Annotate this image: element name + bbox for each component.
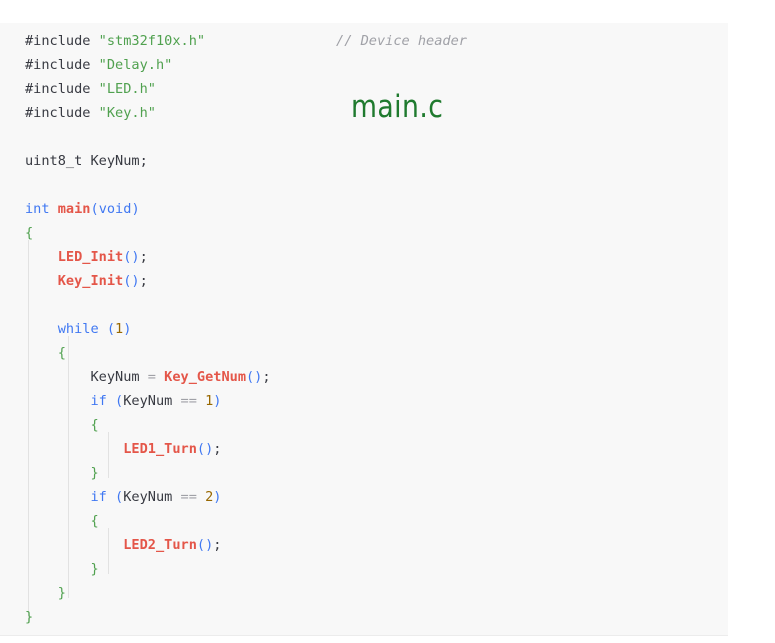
code-line-keynum-assign: KeyNum = Key_GetNum(); — [25, 365, 271, 389]
operator: == — [180, 393, 197, 409]
paren: () — [123, 249, 140, 265]
function-call: LED_Init — [57, 249, 124, 265]
code-line-led-init: LED_Init(); — [25, 245, 148, 269]
brace: { — [90, 513, 99, 529]
brace: } — [90, 465, 99, 481]
paren: ( — [90, 201, 99, 217]
code-comment: // Device header — [336, 33, 467, 49]
include-path: "Delay.h" — [98, 57, 173, 73]
include-path: "Key.h" — [98, 105, 156, 121]
paren: ) — [213, 489, 222, 505]
code-line-brace: } — [25, 461, 99, 485]
code-line-brace: { — [25, 509, 99, 533]
number: 1 — [115, 321, 124, 337]
keyword: if — [90, 393, 107, 409]
indent-guide — [108, 528, 109, 574]
code-line-include-led: #include "LED.h" — [25, 77, 156, 101]
function-call: LED2_Turn — [123, 537, 197, 553]
keyword: while — [57, 321, 99, 337]
paren: ) — [131, 201, 140, 217]
keyword: void — [98, 201, 132, 217]
brace: { — [57, 345, 66, 361]
semicolon: ; — [139, 273, 148, 289]
code-line-keynum-decl: uint8_t KeyNum; — [25, 149, 148, 173]
code-line-brace: } — [25, 605, 33, 629]
type-name: uint8_t — [25, 153, 83, 169]
paren: ( — [115, 393, 124, 409]
paren: () — [246, 369, 263, 385]
paren: ( — [115, 489, 124, 505]
semicolon: ; — [139, 153, 148, 169]
code-line-include-stm32: #include "stm32f10x.h" // Device header — [25, 29, 467, 53]
paren: () — [123, 273, 140, 289]
semicolon: ; — [213, 537, 222, 553]
code-line-main-signature: int main(void) — [25, 197, 140, 221]
code-line-include-delay: #include "Delay.h" — [25, 53, 172, 77]
code-line-while: while (1) — [25, 317, 132, 341]
function-name: main — [57, 201, 91, 217]
function-call: Key_Init — [57, 273, 124, 289]
code-line-brace: } — [25, 581, 66, 605]
code-line-led2-turn: LED2_Turn(); — [25, 533, 221, 557]
indent-guide — [68, 336, 69, 598]
semicolon: ; — [213, 441, 222, 457]
indent-guide — [28, 240, 29, 622]
number: 1 — [205, 393, 214, 409]
indent-guide — [108, 432, 109, 478]
include-path: "stm32f10x.h" — [98, 33, 206, 49]
code-line-led1-turn: LED1_Turn(); — [25, 437, 221, 461]
variable-name: KeyNum — [90, 369, 140, 385]
file-label: main.c — [351, 89, 444, 125]
code-bottom-border — [0, 635, 728, 636]
brace: } — [25, 609, 34, 625]
code-line-brace: } — [25, 557, 99, 581]
keyword: if — [90, 489, 107, 505]
function-call: LED1_Turn — [123, 441, 197, 457]
paren: ) — [123, 321, 132, 337]
code-line-key-init: Key_Init(); — [25, 269, 148, 293]
paren: ( — [106, 321, 116, 337]
include-path: "LED.h" — [98, 81, 156, 97]
function-call: Key_GetNum — [164, 369, 246, 385]
code-line-brace: { — [25, 221, 33, 245]
paren: () — [196, 441, 214, 457]
code-editor — [0, 23, 728, 635]
number: 2 — [205, 489, 214, 505]
include-directive: #include — [25, 105, 91, 121]
brace: { — [25, 225, 34, 241]
operator: = — [147, 369, 156, 385]
brace: { — [90, 417, 99, 433]
paren: () — [196, 537, 214, 553]
code-line-include-key: #include "Key.h" — [25, 101, 156, 125]
code-line-brace: { — [25, 413, 99, 437]
operator: == — [180, 489, 197, 505]
include-directive: #include — [25, 81, 91, 97]
variable-name: KeyNum — [123, 393, 173, 409]
code-line-if-2: if (KeyNum == 2) — [25, 485, 221, 509]
include-directive: #include — [25, 57, 91, 73]
code-line-brace: { — [25, 341, 66, 365]
semicolon: ; — [262, 369, 271, 385]
variable-name: KeyNum — [123, 489, 173, 505]
brace: } — [57, 585, 66, 601]
include-directive: #include — [25, 33, 91, 49]
paren: ) — [213, 393, 222, 409]
code-line-if-1: if (KeyNum == 1) — [25, 389, 221, 413]
semicolon: ; — [139, 249, 148, 265]
brace: } — [90, 561, 99, 577]
keyword: int — [25, 201, 50, 217]
variable-name: KeyNum — [90, 153, 140, 169]
